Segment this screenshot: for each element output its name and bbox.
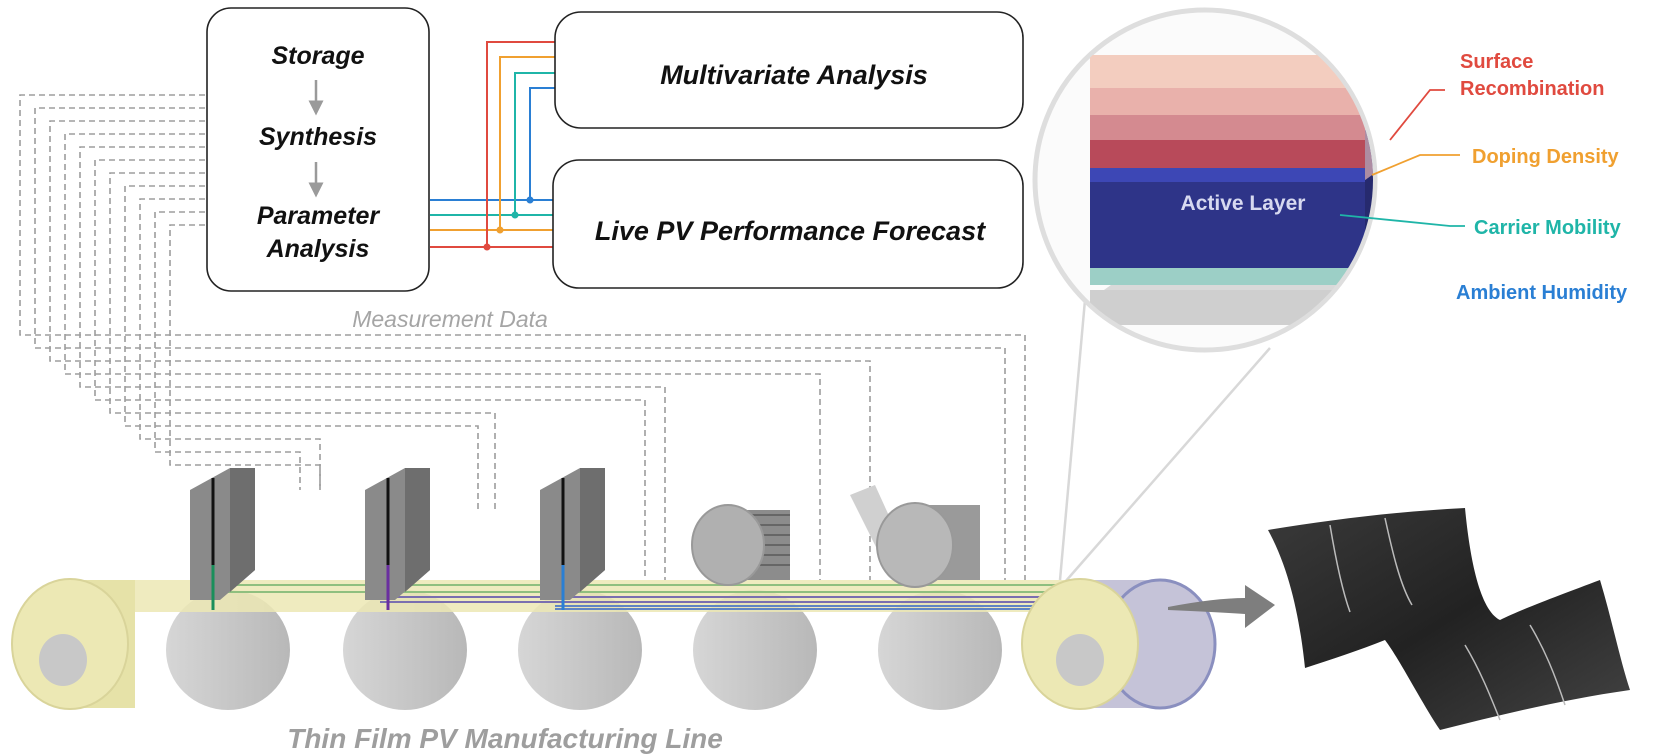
measurement-lines — [19, 94, 1026, 580]
manufacturing-line-label: Thin Film PV Manufacturing Line — [287, 723, 723, 754]
zoom-connector — [1058, 299, 1271, 583]
flexible-pv-panel — [1268, 508, 1630, 730]
deposition-head-3 — [540, 468, 605, 610]
layer-labels: Surface Recombination Doping Density Car… — [1456, 51, 1628, 304]
forecast-box: Live PV Performance Forecast — [552, 159, 1024, 289]
parameter-label: Parameter — [257, 202, 381, 230]
synthesis-label: Synthesis — [259, 123, 377, 151]
layer-zoom: Active Layer — [1032, 7, 1378, 353]
take-up-roll — [1021, 578, 1217, 710]
lower-rollers — [166, 590, 1002, 710]
storage-label: Storage — [271, 42, 364, 70]
carrier-mobility-label: Carrier Mobility — [1474, 217, 1622, 239]
surface-recombination-label-2: Recombination — [1460, 78, 1604, 100]
analysis-label: Analysis — [266, 235, 370, 263]
deposited-stripes — [205, 584, 1075, 610]
pipeline-box: Storage Synthesis Parameter Analysis — [206, 7, 430, 292]
doping-density-label: Doping Density — [1472, 146, 1620, 168]
multivariate-box: Multivariate Analysis — [554, 11, 1024, 129]
active-layer-label: Active Layer — [1181, 192, 1306, 215]
multivariate-label: Multivariate Analysis — [660, 60, 928, 90]
deposition-head-2 — [365, 468, 430, 610]
surface-recombination-label-1: Surface — [1460, 51, 1533, 73]
laminating-roller — [850, 485, 980, 588]
coil-roller — [691, 504, 790, 586]
label-leaders — [1339, 89, 1465, 227]
measurement-data-label: Measurement Data — [352, 306, 548, 332]
ambient-humidity-label: Ambient Humidity — [1456, 282, 1628, 304]
feed-roll — [11, 578, 135, 710]
deposition-head-1 — [190, 468, 255, 610]
manufacturing-line — [11, 468, 1217, 710]
arrow-right-icon — [1168, 585, 1275, 628]
connector-lines — [430, 41, 555, 251]
forecast-label: Live PV Performance Forecast — [595, 216, 986, 246]
